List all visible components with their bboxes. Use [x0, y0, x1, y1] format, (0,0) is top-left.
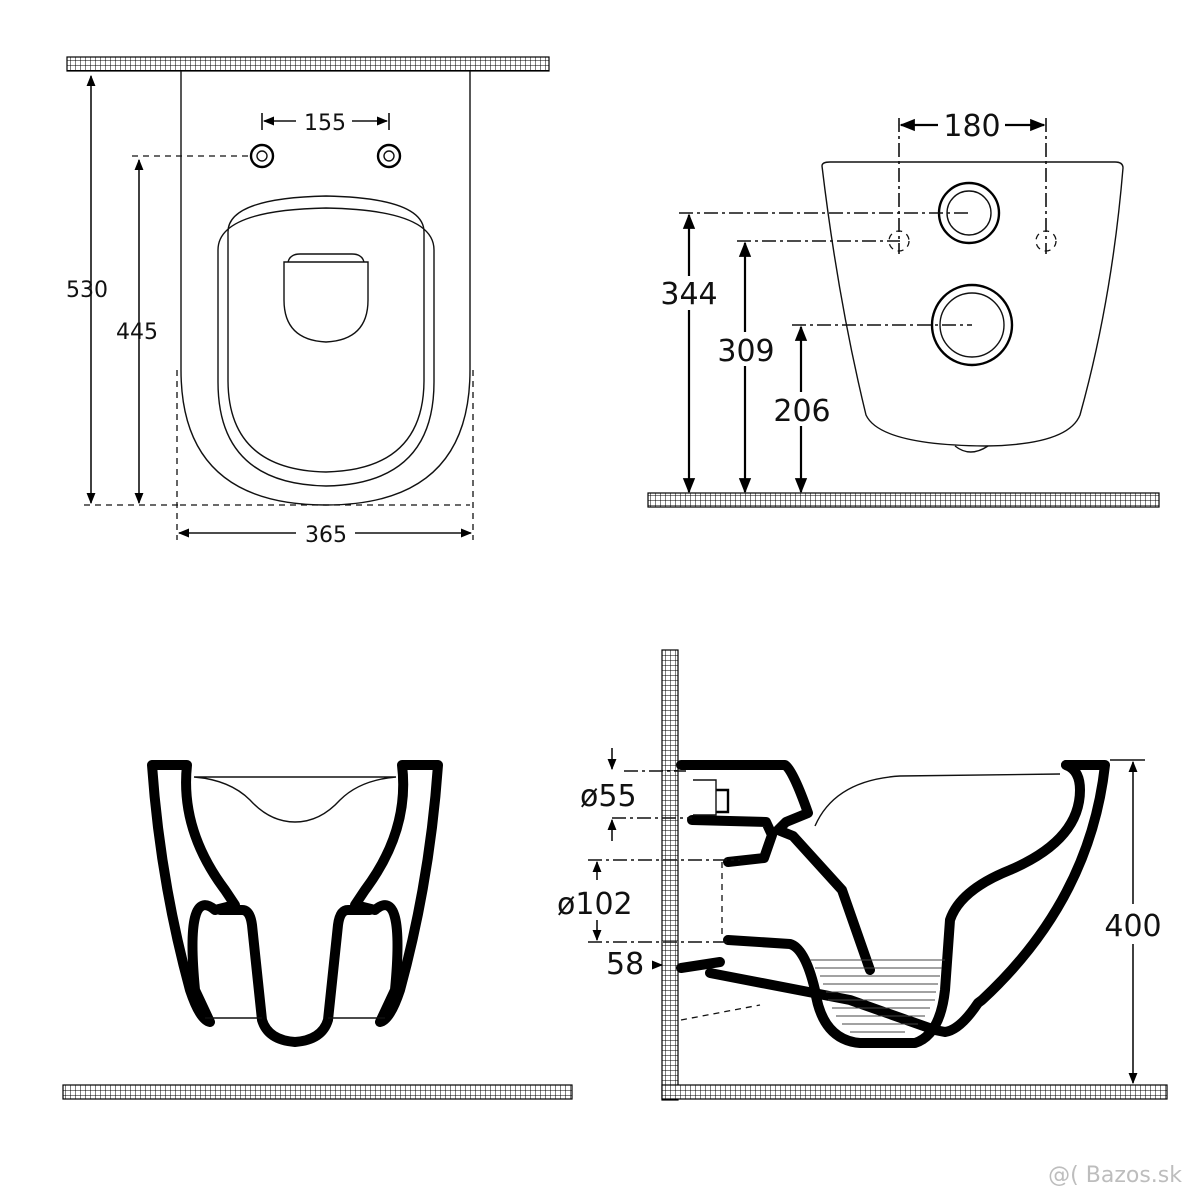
rear-body-outline [821, 161, 1124, 447]
front-pedestal [215, 905, 375, 1047]
dim-180: 180 [943, 109, 1000, 144]
side-inlet-spigot [687, 815, 777, 867]
dim-ø55: ø55 [580, 779, 637, 814]
lower-outlet [930, 283, 1014, 367]
fixing-hole-right [376, 143, 402, 169]
dim-58: 58 [606, 947, 644, 982]
fixing-hole-left [249, 143, 275, 169]
rear-view: 180 344 309 206 [647, 109, 1160, 508]
dim-ø102: ø102 [557, 887, 633, 922]
wall-hatch-side [661, 649, 679, 1101]
bowl-outline [180, 71, 471, 506]
wall-hatch-top [66, 56, 550, 72]
dim-155: 155 [304, 111, 346, 136]
dim-365: 365 [305, 523, 347, 548]
side-bowl-trap [723, 760, 1085, 1048]
dim-344: 344 [660, 277, 717, 312]
side-bowl-outer [676, 760, 875, 975]
seat-inner [217, 207, 435, 487]
floor-hatch-rear [647, 492, 1160, 508]
front-body-left [147, 760, 240, 1027]
top-view: 530 445 155 365 [66, 56, 550, 548]
floor-hatch-front [62, 1084, 573, 1100]
floor-hatch-side [661, 1084, 1168, 1100]
dim-445: 445 [116, 320, 158, 345]
dim-400: 400 [1104, 909, 1161, 944]
dim-206: 206 [773, 394, 830, 429]
front-view [62, 760, 573, 1100]
watermark: @( Bazos.sk [1048, 1163, 1182, 1188]
front-rim [193, 776, 397, 823]
dim-309: 309 [717, 334, 774, 369]
seat-outline [227, 195, 425, 473]
dim-530: 530 [66, 278, 108, 303]
side-bowl-front [930, 760, 1110, 1037]
bowl-opening [283, 261, 369, 343]
water-surface [810, 959, 945, 1033]
side-section-view: ø55 ø102 58 400 [557, 649, 1168, 1101]
front-body-right [350, 760, 443, 1027]
